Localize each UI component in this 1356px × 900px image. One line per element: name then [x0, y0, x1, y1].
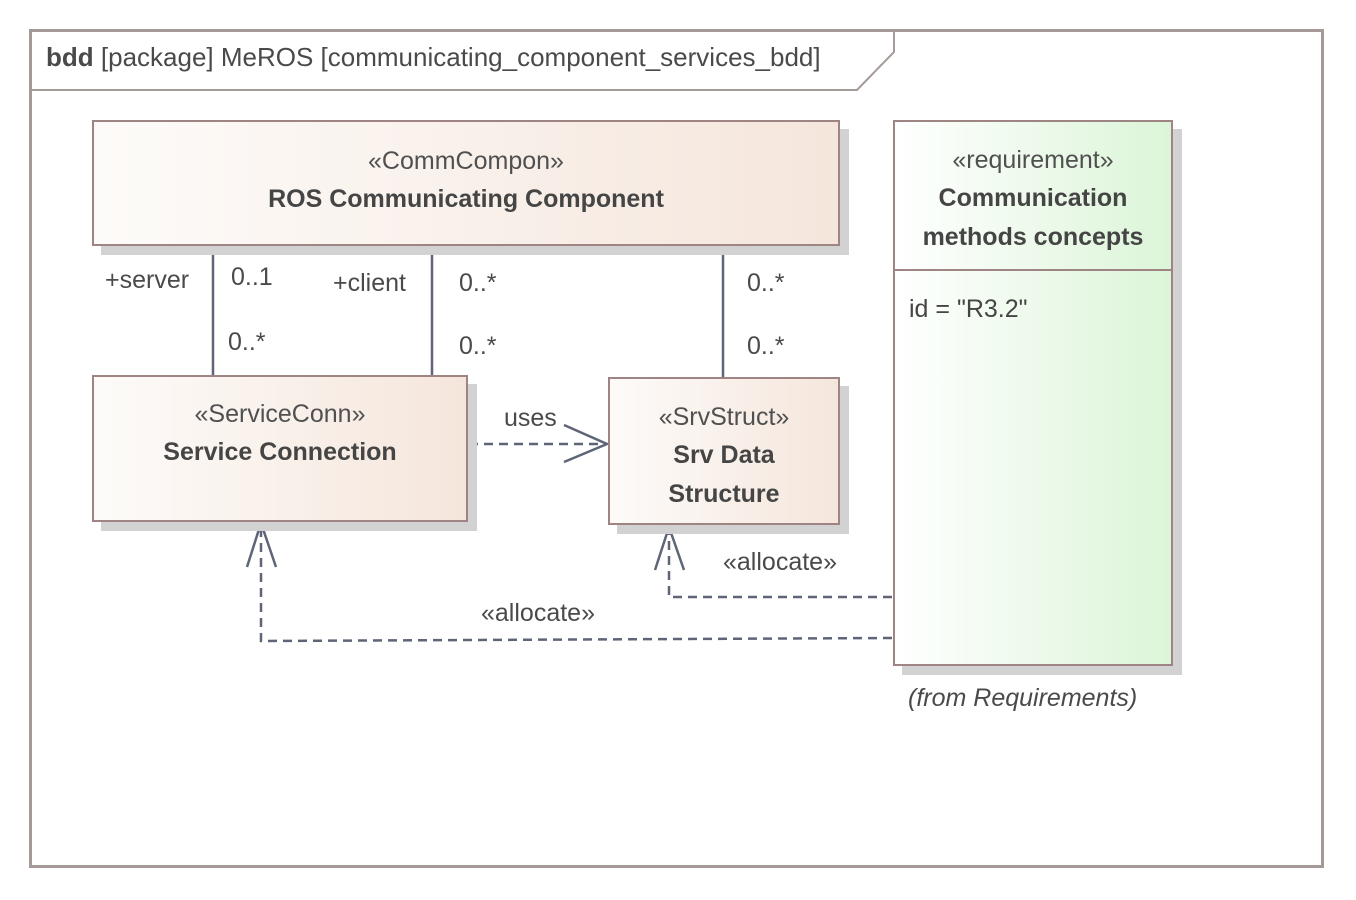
frame-header-tab	[31, 31, 895, 91]
requirement-origin: (from Requirements)	[908, 684, 1138, 712]
requirement-attributes: id = "R3.2"	[895, 271, 1171, 324]
service-connection-block[interactable]: «ServiceConn» Service Connection	[92, 375, 468, 522]
comm-name: ROS Communicating Component	[268, 185, 664, 213]
allocate-service-label: «allocate»	[481, 599, 595, 627]
srv-mult-bottom: 0..*	[747, 332, 785, 360]
server-mult-top: 0..1	[231, 263, 273, 291]
requirement-name-line2: methods concepts	[922, 223, 1144, 251]
allocate-srv-arrowhead	[653, 523, 686, 571]
uses-arrowhead	[563, 423, 611, 464]
service-name: Service Connection	[163, 438, 397, 466]
frame-title: bdd [package] MeROS [communicating_compo…	[46, 42, 821, 73]
client-mult-top: 0..*	[459, 269, 497, 297]
comm-stereotype: «CommCompon»	[368, 147, 564, 175]
requirement-name-line1: Communication	[938, 184, 1128, 212]
frame-header: [package] MeROS [communicating_component…	[100, 42, 821, 72]
srv-mult-top: 0..*	[747, 269, 785, 297]
srv-stereotype: «SrvStruct»	[658, 403, 790, 431]
srv-name-line2: Structure	[668, 480, 780, 508]
uses-label: uses	[504, 404, 557, 432]
ros-communicating-component-block[interactable]: «CommCompon» ROS Communicating Component	[92, 120, 840, 246]
requirement-block[interactable]: «requirement» Communication methods conc…	[893, 120, 1173, 666]
allocate-service-arrowhead	[245, 519, 278, 568]
srv-data-structure-block[interactable]: «SrvStruct» Srv Data Structure	[608, 377, 840, 525]
requirement-id: id = "R3.2"	[909, 295, 1028, 323]
server-role-label: +server	[105, 266, 190, 294]
client-mult-bottom: 0..*	[459, 332, 497, 360]
client-role-label: +client	[333, 269, 406, 297]
allocate-srv-label: «allocate»	[723, 548, 837, 576]
server-mult-bottom: 0..*	[228, 328, 266, 356]
requirement-stereotype: «requirement»	[952, 146, 1114, 174]
frame-kind: bdd	[46, 42, 94, 72]
requirement-header: «requirement» Communication methods conc…	[895, 122, 1171, 271]
srv-name-line1: Srv Data	[673, 441, 775, 469]
allocate-service-dependency-line[interactable]	[259, 524, 893, 643]
service-stereotype: «ServiceConn»	[194, 400, 366, 428]
